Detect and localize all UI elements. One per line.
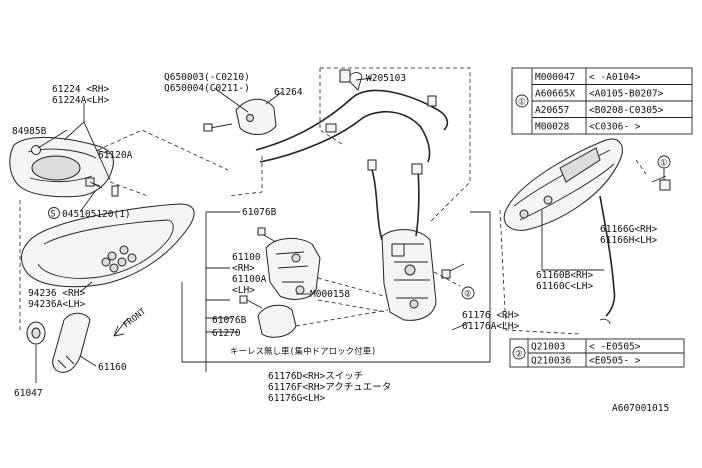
table-2-row-2-part: Q210036	[531, 356, 571, 367]
inner-handle-pocket	[31, 155, 81, 181]
label-94236a: 94236A<LH>	[28, 299, 85, 310]
label-61160: 61160	[98, 362, 127, 373]
label-m000158: M000158	[310, 289, 350, 300]
label-keyless: キーレス無し車(集中ドアロック付車)	[230, 346, 376, 357]
label-61176a: 61176A<LH>	[462, 321, 519, 332]
label-61100a-lh: <LH>	[232, 285, 255, 296]
label-61166h: 61166H<LH>	[600, 235, 657, 246]
label-61120a: 61120A	[98, 150, 133, 161]
label-61224a: 61224A<LH>	[52, 95, 109, 106]
clip-w205103-part	[339, 69, 351, 83]
screw-61076b-top-part	[257, 227, 266, 236]
table-2-row-2-range: <E0505- >	[589, 356, 641, 367]
callout-s-text: S	[51, 210, 56, 220]
latch-screw-part	[441, 269, 451, 279]
label-61100a: 61100A	[232, 274, 267, 285]
label-94236: 94236 <RH>	[28, 288, 85, 299]
label-front: FRONT	[122, 307, 148, 331]
label-61166g: 61166G<RH>	[600, 224, 657, 235]
table-2-row-1-range: < -E0505>	[589, 342, 641, 353]
front-arrow-icon	[113, 317, 129, 337]
table-1-row-4-range: <C0306- >	[589, 122, 641, 133]
table-1-row-3-part: A20657	[535, 105, 569, 116]
callout-1-marker: ①	[657, 155, 671, 169]
outer-handle-group	[499, 138, 671, 335]
table-1: ① M000047 < -A0104> A60665X <A0105-B0207…	[511, 67, 693, 135]
label-q650004: Q650004(C0211-)	[164, 83, 250, 94]
escutcheon-94236-part	[21, 203, 195, 288]
table-1-row-4-part: M00028	[535, 122, 570, 133]
callout-s-marker: S	[48, 207, 60, 220]
table-1-row-1-part: M000047	[535, 72, 575, 83]
diagram-reference-id: A607001015	[612, 403, 669, 414]
label-61224: 61224 <RH>	[52, 84, 109, 95]
label-045105120: 045105120(1)	[62, 209, 131, 220]
escutcheon-grille	[101, 245, 137, 273]
table-1-row-2-part: A60665X	[535, 89, 575, 100]
bracket-61270-part	[257, 304, 297, 338]
label-61100: 61100	[232, 252, 261, 263]
label-61100-rh: <RH>	[232, 263, 255, 274]
label-61176g: 61176G<LH>	[268, 393, 325, 404]
label-61047: 61047	[14, 388, 43, 399]
table-2-marker: ②	[515, 350, 523, 360]
label-61076b-top: 61076B	[242, 207, 277, 218]
label-84985b: 84985B	[12, 126, 47, 137]
table-1-row-2-range: <A0105-B0207>	[589, 89, 664, 100]
label-61176d: 61176D<RH>スイッチ	[268, 371, 363, 382]
callout-2-marker: ②	[461, 286, 475, 300]
label-61076b-bottom: 61076B	[212, 315, 247, 326]
latch-group	[181, 159, 491, 372]
bracket-61264-part	[235, 98, 277, 135]
rod-61160-part	[52, 312, 91, 373]
label-61160c: 61160C<LH>	[536, 281, 593, 292]
cable-linkage-group	[203, 67, 471, 223]
label-61270: 61270	[212, 328, 241, 339]
table-2-row-1-part: Q21003	[531, 342, 565, 353]
label-w205103: W205103	[366, 73, 406, 84]
screw-q650003-part	[203, 123, 213, 132]
label-61176f: 61176F<RH>アクチュエータ	[268, 382, 391, 393]
bolt-part	[659, 179, 671, 191]
rod-61160b-part	[599, 195, 616, 317]
label-q650003: Q650003(-C0210)	[164, 72, 250, 83]
callout-2-text: ②	[464, 290, 472, 300]
label-61160b: 61160B<RH>	[536, 270, 593, 281]
table-1-row-1-range: < -A0104>	[589, 72, 641, 83]
callout-1-text: ①	[660, 159, 668, 169]
table-1-marker: ①	[518, 98, 526, 108]
inner-handle-group	[9, 103, 229, 383]
table-1-row-3-range: <B0208-C0305>	[589, 105, 664, 116]
label-61264: 61264	[274, 87, 303, 98]
cable-rod-part	[255, 89, 449, 151]
label-61176: 61176 <RH>	[462, 310, 519, 321]
table-2: ② Q21003 < -E0505> Q210036 <E0505- >	[509, 338, 685, 368]
